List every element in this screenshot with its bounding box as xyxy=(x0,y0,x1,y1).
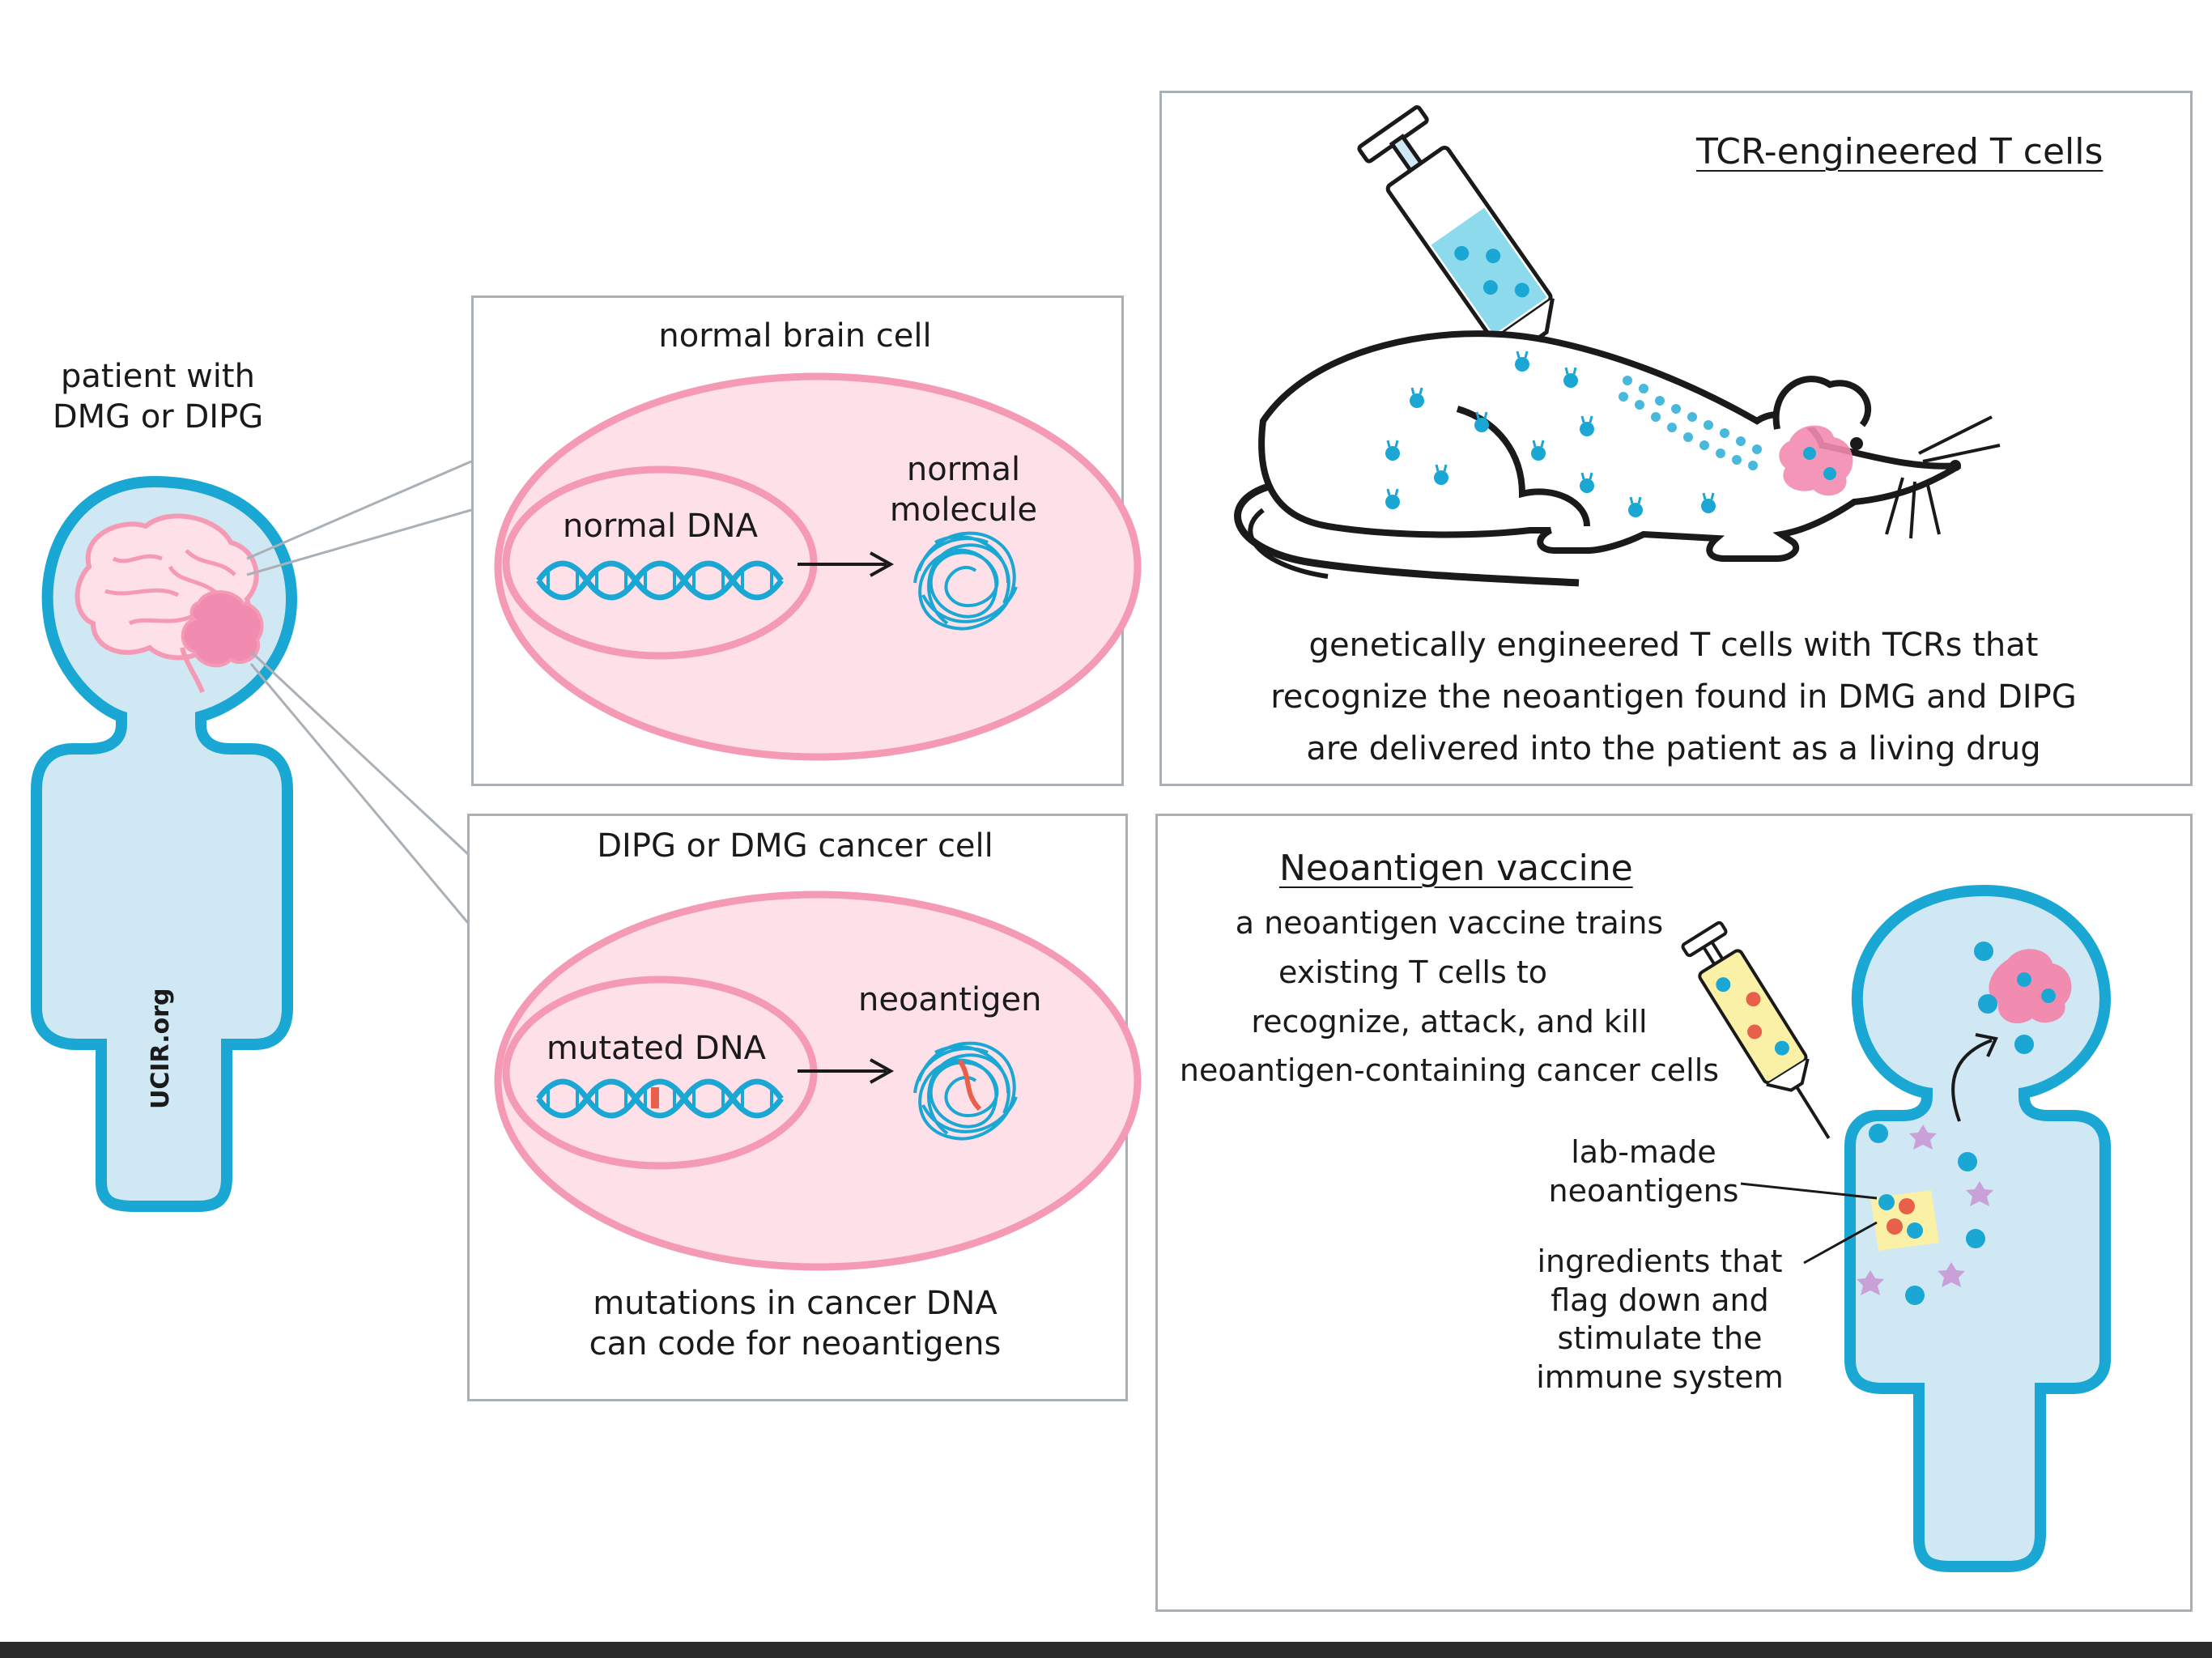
neoantigen-label: neoantigen xyxy=(858,981,1042,1018)
mouse-icon xyxy=(1234,330,2001,587)
cancer-caption: mutations in cancer DNA can code for neo… xyxy=(467,1283,1123,1364)
vaccine-desc-line4: neoantigen-containing cancer cells xyxy=(1179,1052,1720,1089)
bottom-edge-bar xyxy=(0,1642,2212,1658)
vaccine-syringe-icon xyxy=(1681,920,1831,1139)
mutated-dna-label: mutated DNA xyxy=(547,1030,766,1067)
patient-label-line1: patient with xyxy=(61,358,255,395)
callout-neoantigens: lab-made neoantigens xyxy=(1530,1133,1757,1210)
tcr-caption-line3: are delivered into the patient as a livi… xyxy=(1306,730,2041,767)
tumor-icon xyxy=(181,590,264,668)
vaccine-desc-line2: existing T cells to xyxy=(1278,954,1547,990)
normal-cell-diagram xyxy=(494,372,1142,761)
vaccine-desc-line3: recognize, attack, and kill xyxy=(1251,1003,1648,1039)
zoom-lines xyxy=(246,460,472,924)
patient-figure xyxy=(31,460,472,1212)
vaccine-title: Neoantigen vaccine xyxy=(1279,848,1633,889)
cancer-cell-title: DIPG or DMG cancer cell xyxy=(597,827,993,865)
callout-adjuvant-line3: stimulate the xyxy=(1557,1320,1763,1356)
tcr-syringe-icon xyxy=(1357,105,1589,414)
cancer-caption-line1: mutations in cancer DNA xyxy=(593,1285,998,1322)
tcr-caption-line2: recognize the neoantigen found in DMG an… xyxy=(1270,678,2077,716)
normal-dna-label: normal DNA xyxy=(563,508,758,545)
tcr-caption: genetically engineered T cells with TCRs… xyxy=(1159,619,2188,775)
tcr-caption-line1: genetically engineered T cells with TCRs… xyxy=(1308,627,2039,664)
patient-label-line2: DMG or DIPG xyxy=(52,398,264,436)
patient-label: patient with DMG or DIPG xyxy=(24,356,291,437)
vaccine-body-figure xyxy=(1844,884,2112,1572)
vaccine-description: a neoantigen vaccine trains existing T c… xyxy=(1158,899,1741,1095)
normal-molecule-label: normal molecule xyxy=(883,449,1044,530)
normal-cell-title: normal brain cell xyxy=(658,317,932,355)
cancer-caption-line2: can code for neoantigens xyxy=(589,1325,1002,1363)
vaccine-desc-line1: a neoantigen vaccine trains xyxy=(1235,905,1664,941)
callout-adjuvant: ingredients that flag down and stimulate… xyxy=(1506,1243,1814,1397)
tcr-title: TCR-engineered T cells xyxy=(1696,131,2104,172)
callout-adjuvant-line4: immune system xyxy=(1536,1358,1784,1395)
callout-neoantigens-line2: neoantigens xyxy=(1548,1172,1739,1209)
normal-molecule-label-line1: normal xyxy=(906,451,1021,488)
callout-line-adjuvant xyxy=(1803,1221,1878,1265)
callout-adjuvant-line2: flag down and xyxy=(1551,1282,1769,1318)
normal-molecule-label-line2: molecule xyxy=(889,491,1038,529)
callout-adjuvant-line1: ingredients that xyxy=(1537,1244,1783,1279)
watermark: UCIR.org xyxy=(147,988,175,1109)
callout-line-neoantigens xyxy=(1740,1182,1878,1200)
callout-neoantigens-line1: lab-made xyxy=(1571,1134,1716,1170)
cancer-cell-diagram xyxy=(494,891,1142,1271)
